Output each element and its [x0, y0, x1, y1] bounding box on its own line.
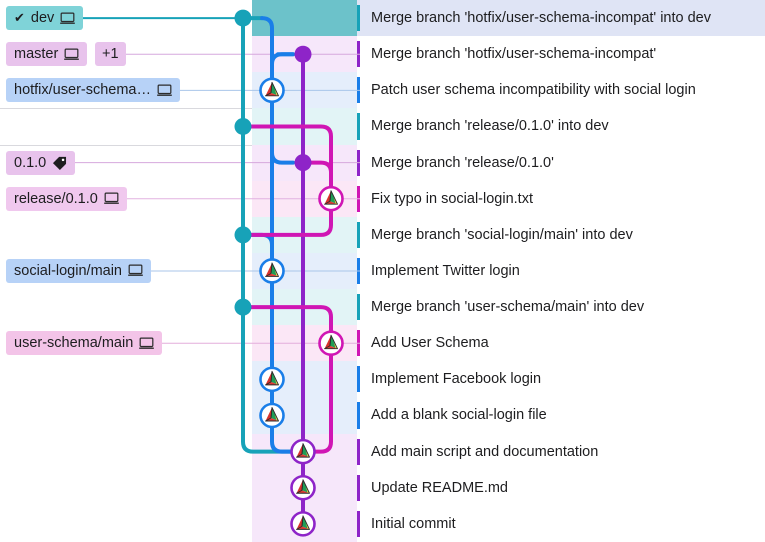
ref-label-text: dev — [30, 10, 55, 27]
commit-row[interactable]: Initial commit — [0, 505, 765, 542]
ref-label-master[interactable]: master — [6, 42, 88, 67]
lane-color-bar — [357, 113, 360, 140]
message-background — [357, 361, 765, 398]
ref-label-hotfix[interactable]: hotfix/user-schema… — [6, 78, 180, 103]
local-branch-icon — [139, 337, 155, 349]
lane-color-bar — [357, 366, 360, 393]
ref-label-dev[interactable]: ✔ dev — [6, 6, 84, 31]
ref-label-text: master — [14, 46, 59, 63]
commit-message: Add main script and documentation — [371, 443, 599, 460]
checkmark-icon: ✔ — [14, 10, 25, 26]
lane-color-bar — [357, 474, 360, 501]
message-background — [357, 36, 765, 73]
ref-label-tag-010[interactable]: 0.1.0 — [6, 150, 76, 175]
message-background — [357, 469, 765, 506]
extra-refs-badge[interactable]: +1 — [95, 42, 126, 67]
message-background — [357, 144, 765, 181]
message-background — [357, 72, 765, 109]
lane-color-bar — [357, 294, 360, 321]
commit-message: Update README.md — [371, 479, 508, 496]
commit-row[interactable]: Merge branch 'hotfix/user-schema-incompa… — [0, 36, 765, 73]
ref-label-text: hotfix/user-schema… — [14, 82, 151, 99]
ref-label-text: release/0.1.0 — [14, 190, 98, 207]
ref-label-text: 0.1.0 — [14, 154, 47, 171]
local-branch-icon — [103, 192, 119, 205]
commit-row[interactable]: Merge branch 'hotfix/user-schema-incompa… — [0, 0, 765, 37]
commit-row[interactable]: Merge branch 'user-schema/main' into dev — [0, 289, 765, 326]
ref-label-release[interactable]: release/0.1.0 — [6, 186, 127, 211]
commit-row[interactable]: Implement Facebook login — [0, 361, 765, 398]
commit-message: Merge branch 'release/0.1.0' into dev — [371, 118, 609, 135]
commit-message: Merge branch 'hotfix/user-schema-incompa… — [371, 46, 657, 63]
ref-label-user-schema[interactable]: user-schema/main — [6, 331, 163, 356]
commit-message: Implement Twitter login — [371, 262, 520, 279]
ref-label-text: social-login/main — [14, 262, 122, 279]
commit-row[interactable]: Implement Twitter login — [0, 252, 765, 290]
message-background — [357, 397, 765, 434]
local-branch-icon — [60, 12, 76, 24]
tag-icon — [52, 156, 67, 170]
local-branch-icon — [157, 84, 172, 97]
local-branch-icon — [128, 264, 143, 277]
commit-message: Merge branch 'social-login/main' into de… — [371, 226, 633, 243]
local-branch-icon — [64, 48, 80, 61]
lane-color-bar — [357, 510, 360, 537]
message-background — [357, 180, 765, 217]
commit-message: Initial commit — [371, 515, 456, 532]
local-branch-icon — [60, 12, 76, 25]
message-background — [357, 0, 765, 37]
message-background — [357, 289, 765, 326]
tag-icon — [53, 156, 67, 170]
commit-message: Merge branch 'user-schema/main' into dev — [371, 299, 645, 316]
commit-message: Fix typo in social-login.txt — [371, 190, 533, 207]
message-background — [357, 505, 765, 542]
commit-message: Add a blank social-login file — [371, 407, 547, 424]
message-background — [357, 325, 765, 362]
commit-message: Merge branch 'hotfix/user-schema-incompa… — [371, 10, 711, 27]
ref-label-social-login[interactable]: social-login/main — [6, 258, 151, 283]
local-branch-icon — [64, 48, 80, 60]
lane-color-bar — [357, 438, 360, 465]
message-background — [357, 216, 765, 253]
lane-color-bar — [357, 402, 360, 429]
message-background — [357, 108, 765, 145]
local-branch-icon — [103, 192, 119, 205]
commit-message: Add User Schema — [371, 335, 489, 352]
commit-message: Implement Facebook login — [371, 371, 542, 388]
local-branch-icon — [139, 337, 155, 350]
message-background — [357, 252, 765, 290]
lane-color-bar — [357, 221, 360, 248]
commit-message: Merge branch 'release/0.1.0' — [371, 154, 554, 171]
local-branch-icon — [128, 264, 143, 277]
ref-label-text: user-schema/main — [14, 335, 134, 352]
commit-message: Patch user schema incompatibility with s… — [371, 82, 696, 99]
lane-color-bar — [357, 5, 360, 32]
message-background — [357, 433, 765, 470]
local-branch-icon — [157, 84, 172, 96]
